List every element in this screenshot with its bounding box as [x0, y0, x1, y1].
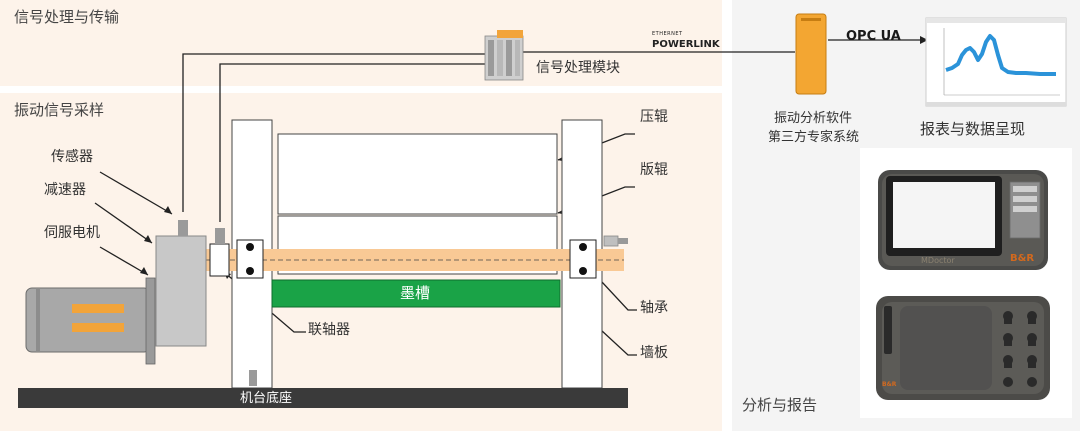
reducer	[155, 235, 207, 347]
arrow-head-opcua	[920, 36, 928, 44]
ink-trough-label: 墨槽	[400, 284, 431, 302]
report-label: 报表与数据呈现	[920, 120, 1026, 138]
report-chart	[925, 17, 1067, 107]
software-label-line1: 振动分析软件	[774, 111, 853, 126]
sensor-label: 传感器	[51, 149, 93, 165]
reducer-leader	[94, 202, 153, 244]
reducer-sensor	[178, 220, 188, 236]
plate-roller-label: 版辊	[640, 162, 668, 178]
coupling-sensor	[215, 228, 225, 244]
machine-base-label: 机台底座	[240, 391, 293, 406]
case-screen	[893, 182, 995, 248]
machine-base	[18, 388, 628, 408]
arrow-head-sensor	[164, 206, 172, 214]
vibration-sampling-title: 振动信号采样	[14, 101, 105, 119]
sensor-signal-line	[182, 53, 485, 212]
opc-ua-logo: OPC UA	[846, 29, 901, 44]
motor-stripe-bottom	[72, 323, 124, 332]
coupling	[209, 243, 230, 277]
report-chart-line	[945, 34, 1056, 76]
motor-stripe-top	[72, 304, 124, 313]
software-box	[795, 13, 827, 95]
pressure-roller	[277, 133, 558, 215]
signal-processing-panel	[0, 0, 722, 86]
ink-trough	[271, 279, 561, 308]
sensor-leader	[99, 171, 173, 215]
br-logo-top: B&R	[1010, 253, 1035, 264]
ethernet-logo-text: ETHERNET	[652, 31, 683, 37]
analysis-report-title: 分析与报告	[742, 396, 818, 414]
sensor2-signal-line	[219, 63, 485, 222]
left-bearing	[236, 239, 264, 279]
motor-flange	[145, 277, 156, 365]
software-label-line2: 第三方专家系统	[768, 130, 860, 145]
br-logo-bottom: B&R	[882, 381, 897, 388]
servo-motor-label: 伺服电机	[44, 225, 100, 241]
case-bottom	[876, 296, 1050, 400]
signal-module-label: 信号处理模块	[536, 60, 620, 76]
right-bearing	[569, 239, 597, 279]
signal-module	[484, 30, 524, 81]
reducer-label: 减速器	[44, 182, 86, 198]
case-top	[878, 170, 1048, 270]
arrow-head-reducer	[144, 235, 152, 243]
right-sensor	[603, 235, 619, 247]
base-sensor	[249, 370, 257, 386]
coupling-label: 联轴器	[308, 322, 350, 338]
bearing-label: 轴承	[640, 300, 668, 316]
arrow-head-servo	[140, 267, 148, 275]
mdoctor-logo: MDoctor	[921, 256, 955, 265]
powerlink-logo: POWERLINK	[652, 39, 720, 50]
wall-plate-label: 墙板	[640, 345, 668, 361]
signal-processing-title: 信号处理与传输	[14, 8, 120, 26]
servo-motor	[25, 287, 151, 353]
pressure-roller-label: 压辊	[640, 109, 668, 125]
servo-leader	[99, 246, 149, 276]
